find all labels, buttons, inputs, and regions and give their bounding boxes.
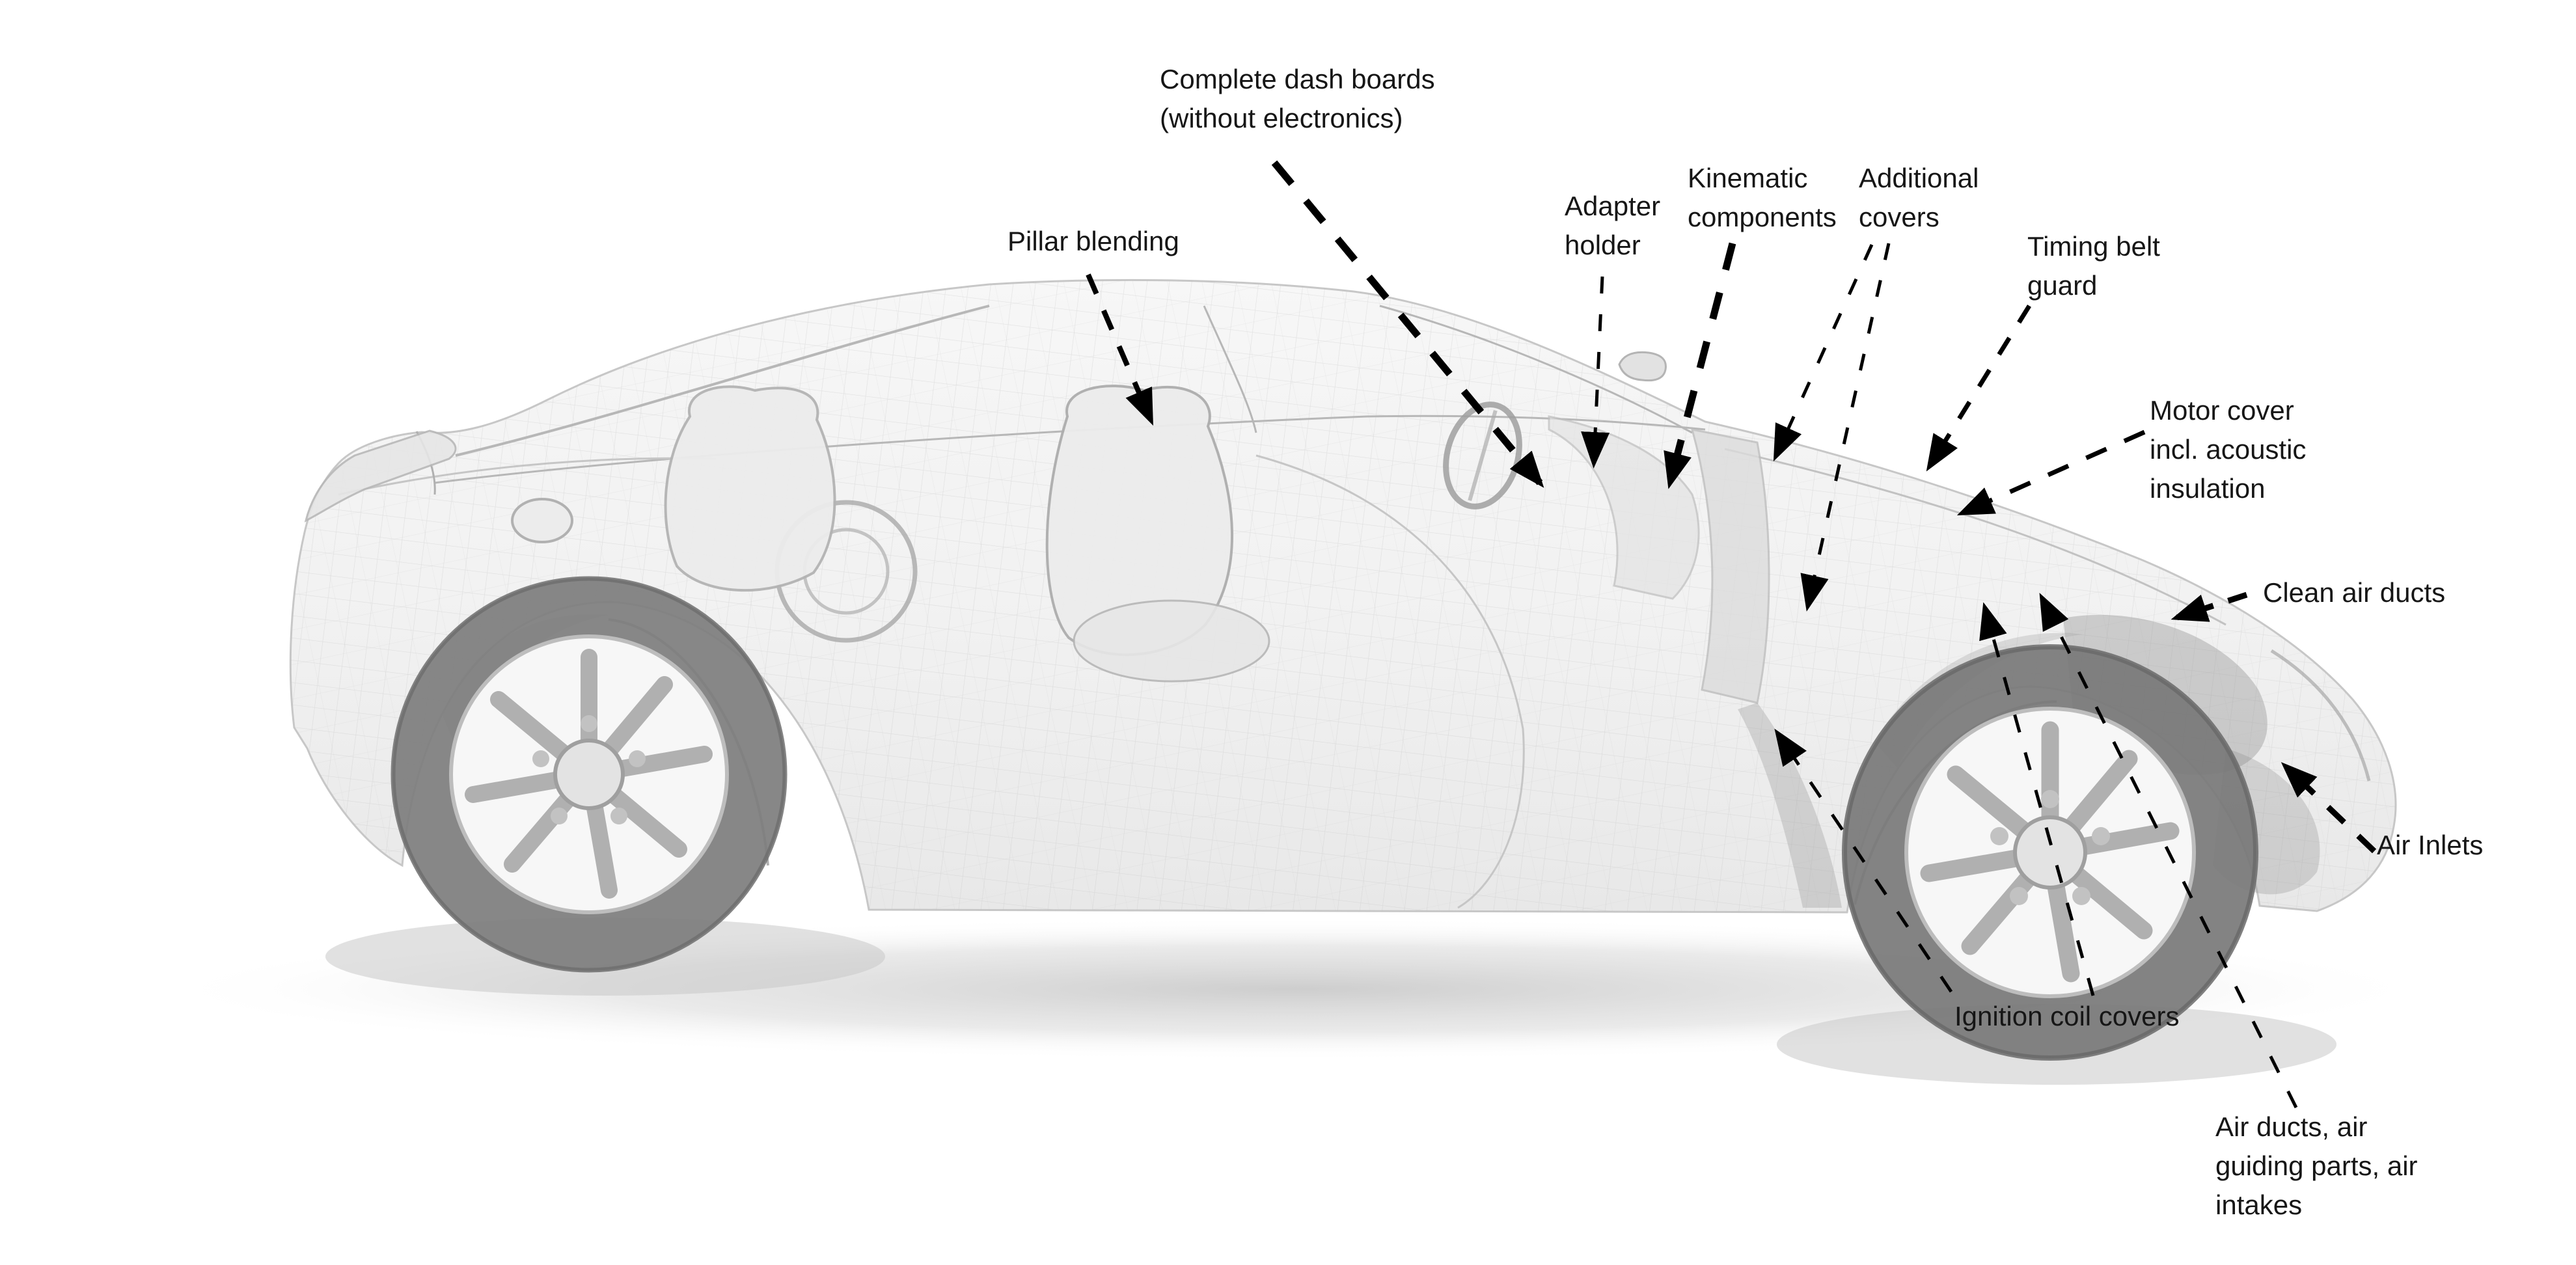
leader-line-air-inlets [2281,762,2377,854]
front-wheel [1842,644,2258,1061]
leader-line-motor-cover-incl-acoustic-insulation [1956,429,2146,516]
label-line: (without electronics) [1160,103,1403,133]
label-line: Complete dash boards [1160,64,1435,94]
leader-line-additional-covers [1773,243,1874,462]
leader-line-air-ducts-guiding-parts-intakes [2039,593,2298,1109]
label-line: Ignition coil covers [1954,1001,2180,1031]
label-kinematic-components: Kinematic components [1688,159,1837,237]
label-line: Timing belt [2027,231,2160,262]
leader-line-clean-air-ducts [2171,592,2248,622]
label-ignition-coil-covers: Ignition coil covers [1954,997,2180,1036]
label-line: Additional [1859,163,1979,193]
label-line: holder [1565,230,1641,260]
label-line: components [1688,202,1837,232]
rear-wheel [391,576,788,973]
leader-line-ignition-coil-covers [1774,728,1953,993]
label-line: Air ducts, air [2215,1111,2368,1142]
label-line: covers [1859,202,1939,232]
leader-line-pillar-blending [1086,273,1153,426]
label-line: guard [2027,270,2098,301]
label-line: Pillar blending [1007,226,1179,256]
leader-line-additional-covers-second [1800,243,1891,612]
label-motor-cover-incl-acoustic-insulation: Motor cover incl. acoustic insulation [2150,391,2306,508]
leader-line-complete-dash-boards [1271,160,1544,488]
leader-line-timing-belt-guard [1926,305,2031,472]
label-additional-covers: Additional covers [1859,159,1979,237]
label-line: Kinematic [1688,163,1808,193]
leader-line-adapter-holder [1581,276,1610,469]
label-timing-belt-guard: Timing belt guard [2027,227,2160,305]
door-sill-shade [1738,703,1842,908]
taillight [511,498,573,543]
label-line: Air Inlets [2377,830,2484,860]
seat-cushion [1073,599,1270,683]
label-line: Adapter [1565,191,1661,221]
label-line: intakes [2215,1190,2303,1220]
label-air-ducts-guiding-parts-intakes: Air ducts, air guiding parts, air intakes [2215,1108,2418,1225]
leader-line-ignition-coil-covers-second [1979,602,2095,996]
label-line: Motor cover [2150,395,2294,426]
label-line: guiding parts, air [2215,1150,2418,1181]
label-adapter-holder: Adapter holder [1565,187,1660,265]
label-air-inlets: Air Inlets [2377,826,2483,865]
dashboard-body [1548,415,1700,600]
rear-seat [664,385,836,592]
side-mirror [1618,351,1667,382]
label-complete-dash-boards: Complete dash boards (without electronics… [1160,60,1435,138]
dashboard-column [1690,428,1770,704]
label-line: Clean air ducts [2263,577,2446,608]
label-line: insulation [2150,473,2266,504]
label-line: incl. acoustic [2150,434,2307,465]
leader-line-kinematic-components [1664,242,1736,489]
rear-spoiler [304,429,457,523]
label-clean-air-ducts: Clean air ducts [2263,573,2445,612]
label-pillar-blending: Pillar blending [1007,222,1179,261]
